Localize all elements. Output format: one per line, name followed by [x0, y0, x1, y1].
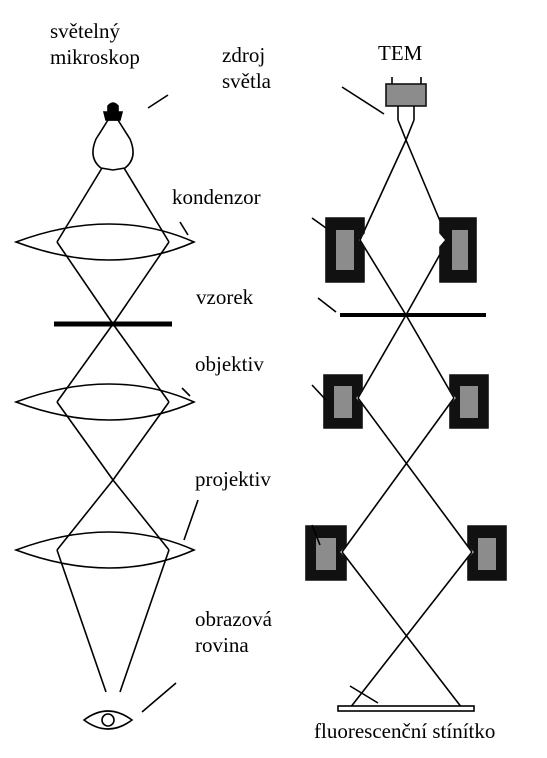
light-source-label: zdroj světla — [222, 43, 271, 93]
objective-leader-line-tem — [311, 384, 327, 401]
condenser-label: kondenzor — [172, 184, 267, 210]
fluorescent-screen-label: fluorescenční stínítko — [314, 719, 496, 743]
electron-gun-icon — [385, 77, 427, 143]
condenser-glass-lens — [13, 223, 196, 261]
light-bulb-icon — [92, 102, 134, 171]
electron-beam-paths — [341, 139, 473, 709]
projector-label: projektiv — [195, 466, 277, 492]
source-leader-line-tem — [341, 86, 385, 115]
light-microscope-title: světelný mikroskop — [50, 19, 140, 69]
image-plane-leader-line-tem — [349, 685, 379, 704]
projector-leader-line-tem — [311, 524, 321, 546]
objective-label: objektiv — [195, 351, 270, 377]
objective-glass-lens — [13, 383, 196, 421]
projector-glass-lens — [13, 531, 196, 569]
magnetic-lens-icon — [305, 217, 507, 581]
condenser-leader-line — [179, 221, 189, 236]
eye-leader-line — [141, 682, 177, 713]
source-leader-line — [147, 94, 169, 109]
objective-leader-line — [181, 387, 191, 397]
fluorescent-screen — [337, 705, 475, 712]
projector-leader-line — [183, 499, 199, 541]
eye-icon — [82, 710, 134, 730]
condenser-leader-line-tem — [311, 217, 327, 229]
image-plane-label: obrazová rovina — [195, 606, 278, 658]
specimen-leader-line — [317, 297, 337, 313]
specimen-label: vzorek — [196, 284, 260, 310]
light-rays — [56, 167, 170, 693]
tem-title: TEM — [378, 41, 423, 65]
